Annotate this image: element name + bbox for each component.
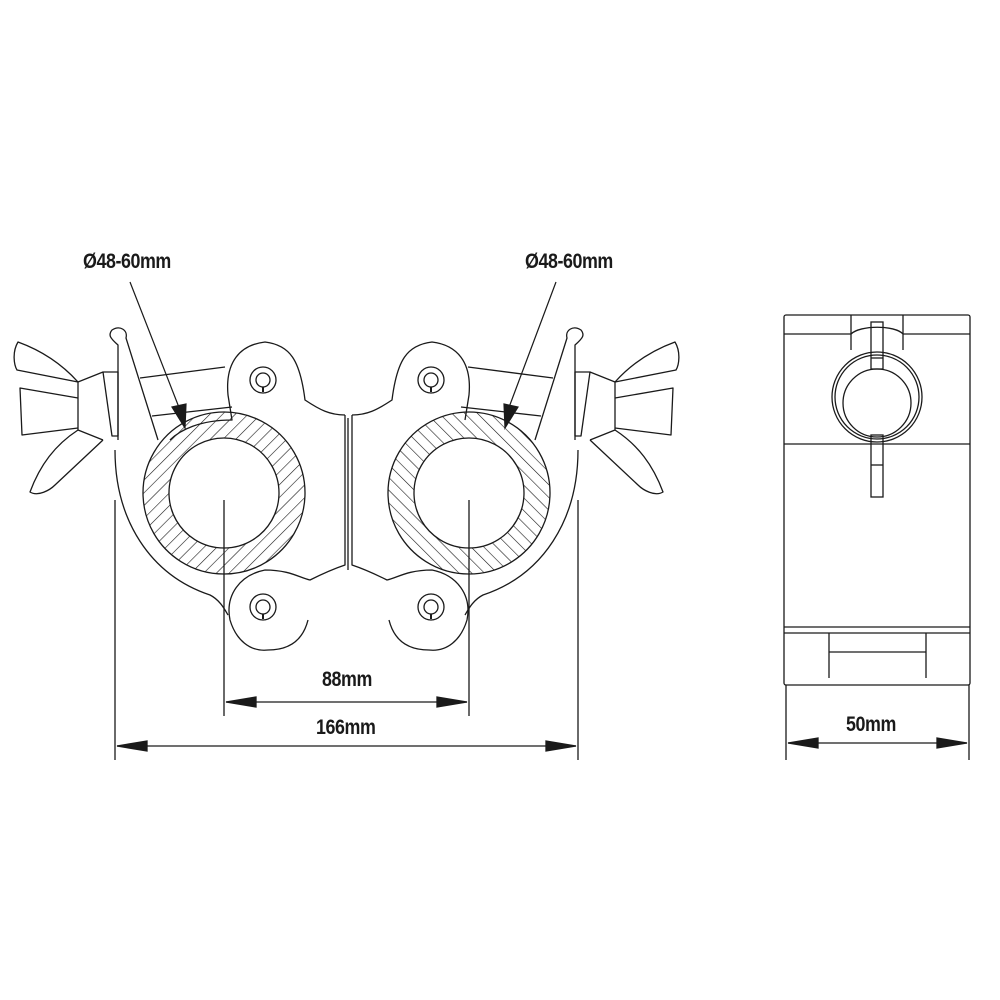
- left-tube-section: [142, 411, 306, 575]
- bolt-top-left: [249, 366, 277, 394]
- right-wing-nut: [574, 341, 680, 495]
- bolt-top-right: [417, 366, 445, 394]
- left-jaw: [109, 327, 233, 616]
- right-jaw: [460, 327, 584, 616]
- side-view: [783, 314, 971, 686]
- side-width-label: 50mm: [846, 713, 896, 736]
- bolt-bottom-right: [417, 593, 445, 621]
- right-tube-section: [387, 411, 551, 575]
- dimension-lines: [114, 500, 970, 760]
- center-distance-label: 88mm: [322, 668, 372, 691]
- left-diameter-label: Ø48-60mm: [83, 250, 171, 273]
- left-diameter-leader: [129, 281, 187, 430]
- overall-width-label: 166mm: [316, 716, 376, 739]
- right-diameter-label: Ø48-60mm: [525, 250, 613, 273]
- bolt-bottom-left: [249, 593, 277, 621]
- right-diameter-leader: [503, 281, 557, 430]
- left-wing-nut: [13, 341, 119, 495]
